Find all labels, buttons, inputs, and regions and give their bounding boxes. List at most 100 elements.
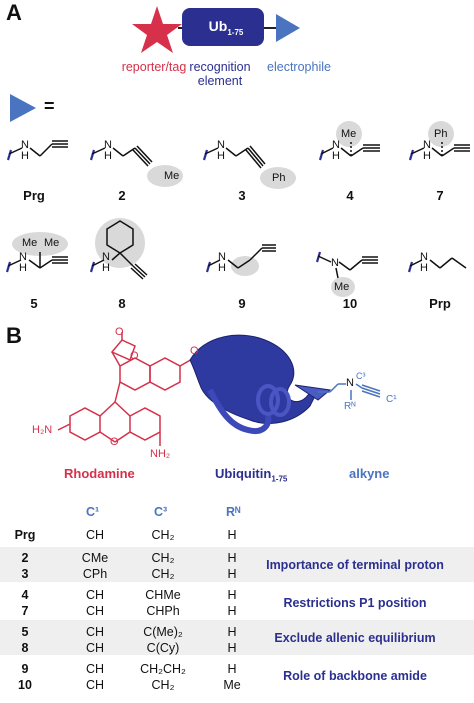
compound-7-structure bbox=[408, 121, 470, 161]
table-cell-c3: CH₂CH₂ bbox=[140, 662, 186, 676]
compound-label: 5 bbox=[30, 296, 38, 311]
panel-b-graphics bbox=[57, 332, 381, 446]
ubiquitin-sub: 1-75 bbox=[271, 474, 288, 484]
rhodamine-nh2: NH₂ bbox=[150, 448, 171, 460]
n-atom: N bbox=[21, 139, 29, 151]
compound-label: 8 bbox=[118, 296, 126, 311]
h-atom: H bbox=[104, 150, 112, 162]
alkyne-n: N bbox=[346, 377, 354, 389]
header-c3: C³ bbox=[154, 505, 168, 519]
table-cell-c1: CH bbox=[85, 528, 105, 542]
table-cell-c3: CHPh bbox=[146, 604, 180, 618]
rhodamine-o-carbonyl: O bbox=[190, 345, 199, 357]
n-atom: N bbox=[218, 251, 226, 263]
table-cell-id: 7 bbox=[21, 604, 29, 618]
compound-prg-structure bbox=[6, 140, 68, 161]
ubiquitin-label: Ubiquitin1-75 bbox=[215, 466, 287, 484]
reporter-label: reporter/tag bbox=[121, 60, 187, 74]
compound-5-structure bbox=[5, 232, 68, 273]
table-cell-id: 4 bbox=[21, 588, 29, 602]
h-atom: H bbox=[217, 150, 225, 162]
equals-sign: = bbox=[44, 96, 55, 116]
header-c1: C¹ bbox=[86, 505, 100, 519]
ub-text: Ub bbox=[208, 18, 228, 34]
rhodamine-o-xanthene: O bbox=[110, 436, 119, 448]
h-atom: H bbox=[218, 262, 226, 274]
panel-letter-a: A bbox=[6, 0, 22, 25]
alkyne-c1: C¹ bbox=[386, 394, 397, 405]
ph-label: Ph bbox=[272, 172, 286, 184]
electrophile-triangle-icon bbox=[276, 14, 300, 42]
recognition-label: recognition element bbox=[189, 60, 251, 88]
table-cell-rn: H bbox=[227, 641, 237, 655]
compound-label: 3 bbox=[238, 188, 246, 203]
n-label: N bbox=[331, 257, 339, 269]
table-cell-c3: CH₂ bbox=[151, 678, 175, 692]
alkyne-label: alkyne bbox=[349, 466, 390, 481]
table-cell-rn: H bbox=[227, 662, 237, 676]
table-cell-c3: CH₂ bbox=[151, 528, 175, 542]
note-allenic: Exclude allenic equilibrium bbox=[274, 631, 436, 645]
rhodamine-h2n: H₂N bbox=[32, 424, 53, 436]
h-atom: H bbox=[332, 150, 340, 162]
table-cell-id: Prg bbox=[14, 528, 36, 542]
panel-letter-b: B bbox=[6, 323, 22, 348]
table-cell-c1: CH bbox=[85, 641, 105, 655]
electrophile-label: electrophile bbox=[267, 60, 331, 74]
compound-label: 10 bbox=[342, 296, 358, 311]
compound-4-structure bbox=[318, 121, 380, 161]
table-cell-id: 5 bbox=[21, 625, 29, 639]
n-atom: N bbox=[104, 139, 112, 151]
ub-subscript: 1-75 bbox=[227, 27, 244, 37]
compound-prp-structure bbox=[407, 257, 467, 273]
rhodamine-o-ring: O bbox=[130, 350, 139, 362]
n-atom: N bbox=[420, 251, 428, 263]
table-cell-id: 2 bbox=[21, 551, 29, 565]
table-cell-c1: CPh bbox=[82, 567, 108, 581]
me-label: Me bbox=[334, 281, 350, 293]
compound-label: 9 bbox=[238, 296, 246, 311]
ubiquitin-text: Ubiquitin bbox=[215, 466, 272, 481]
h-atom: H bbox=[21, 150, 29, 162]
table-cell-c3: C(Cy) bbox=[146, 641, 180, 655]
n-atom: N bbox=[102, 251, 110, 263]
me-label: Me bbox=[341, 128, 357, 140]
n-atom: N bbox=[423, 139, 431, 151]
table-cell-c1: CMe bbox=[81, 551, 109, 565]
table-cell-id: 9 bbox=[21, 662, 29, 676]
h-atom: H bbox=[19, 262, 27, 274]
ub-box bbox=[182, 8, 264, 46]
h-atom: H bbox=[423, 150, 431, 162]
rhodamine-o-top: O bbox=[115, 326, 124, 338]
ubiquitin-ribbon bbox=[189, 334, 332, 434]
h-atom: H bbox=[102, 262, 110, 274]
table-cell-rn: Me bbox=[223, 678, 241, 692]
table-cell-rn: H bbox=[227, 528, 237, 542]
ub-label: Ub1-75 bbox=[194, 18, 258, 37]
note-backbone-amide: Role of backbone amide bbox=[283, 669, 427, 683]
ph-label: Ph bbox=[434, 128, 448, 140]
table-cell-c1: CH bbox=[85, 662, 105, 676]
note-terminal-proton: Importance of terminal proton bbox=[266, 558, 444, 572]
table-cell-rn: H bbox=[227, 551, 237, 565]
me-label: Me bbox=[22, 237, 38, 249]
n-atom: N bbox=[19, 251, 27, 263]
compound-3-structure bbox=[202, 145, 296, 189]
compound-9-structure bbox=[205, 244, 276, 276]
table-cell-id: 10 bbox=[18, 678, 32, 692]
compound-label: Prp bbox=[429, 296, 451, 311]
me-label: Me bbox=[44, 237, 60, 249]
row-band bbox=[0, 547, 474, 582]
table-cell-c3: CH₂ bbox=[151, 567, 175, 581]
table-cell-rn: H bbox=[227, 625, 237, 639]
table-cell-c3: CHMe bbox=[145, 588, 181, 602]
compound-8-structure bbox=[89, 218, 148, 280]
